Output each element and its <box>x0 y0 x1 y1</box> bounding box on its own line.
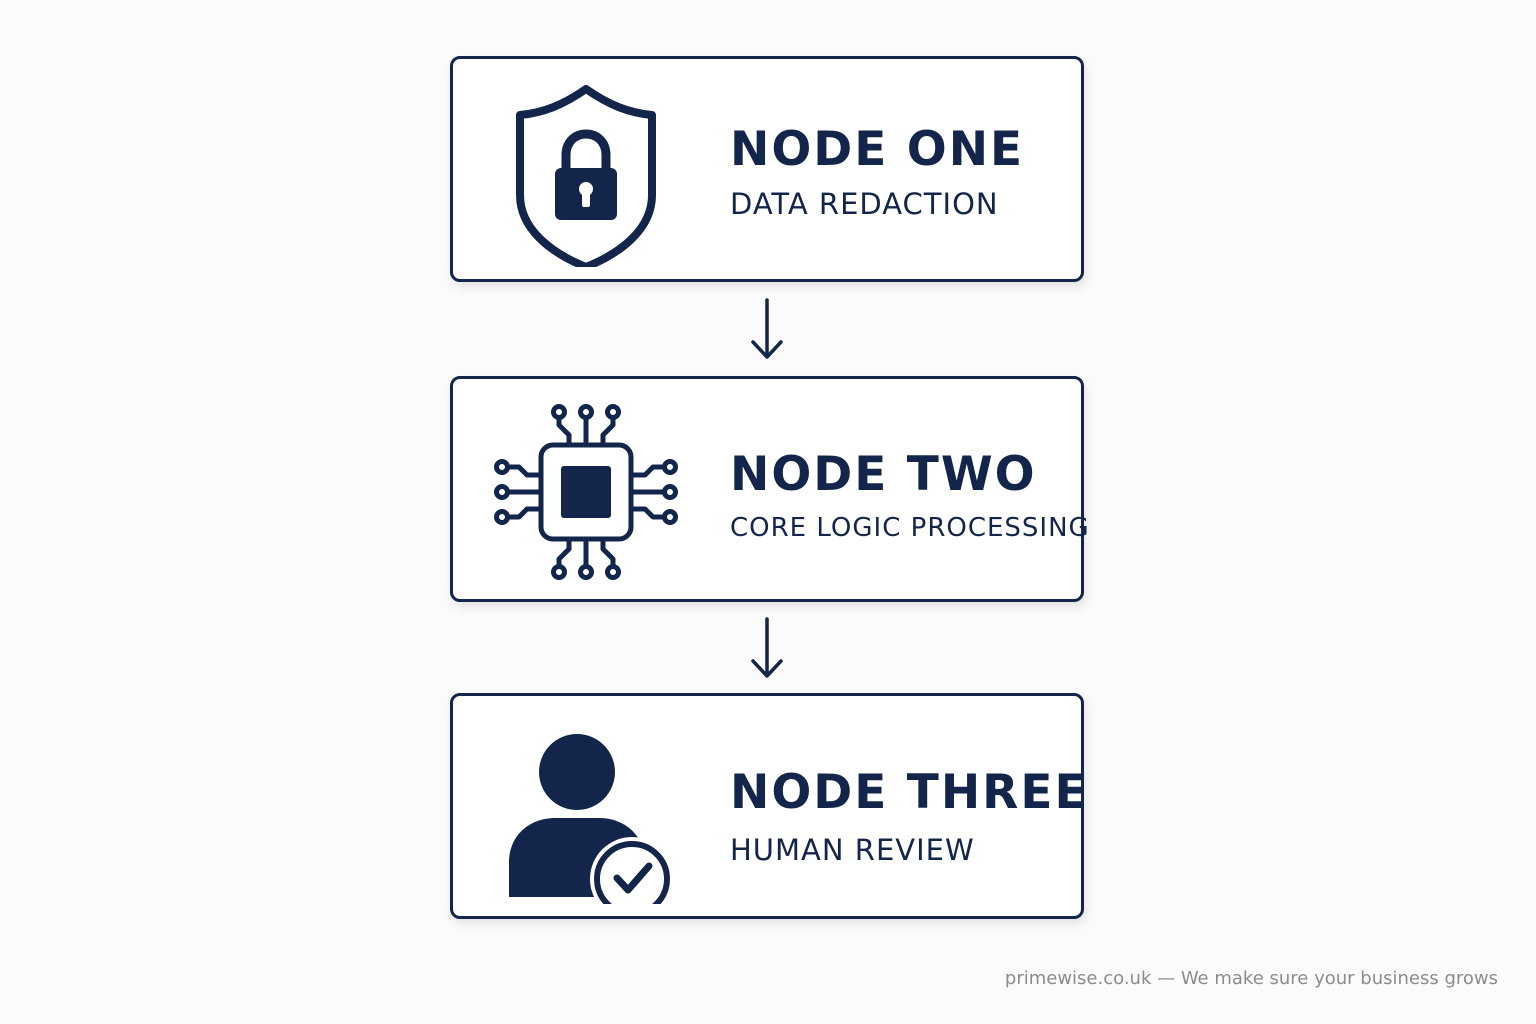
arrow-down-icon <box>748 617 786 679</box>
footer-credit: primewise.co.uk — We make sure your busi… <box>1004 968 1498 989</box>
shield-lock-icon <box>489 77 679 267</box>
user-check-icon <box>489 714 679 904</box>
node-subtitle: HUMAN REVIEW <box>730 833 975 867</box>
circuit-chip-icon <box>489 397 679 587</box>
node-title: NODE TWO <box>730 447 1037 502</box>
node-card-one: NODE ONE DATA REDACTION <box>450 56 1084 282</box>
arrow-down-icon <box>748 298 786 360</box>
node-subtitle: DATA REDACTION <box>730 187 999 221</box>
node-card-three: NODE THREE HUMAN REVIEW <box>450 693 1087 919</box>
node-card-two: NODE TWO CORE LOGIC PROCESSING <box>450 376 1089 602</box>
node-title: NODE THREE <box>730 765 1089 820</box>
node-title: NODE ONE <box>730 122 1025 177</box>
node-subtitle: CORE LOGIC PROCESSING <box>730 513 1090 543</box>
